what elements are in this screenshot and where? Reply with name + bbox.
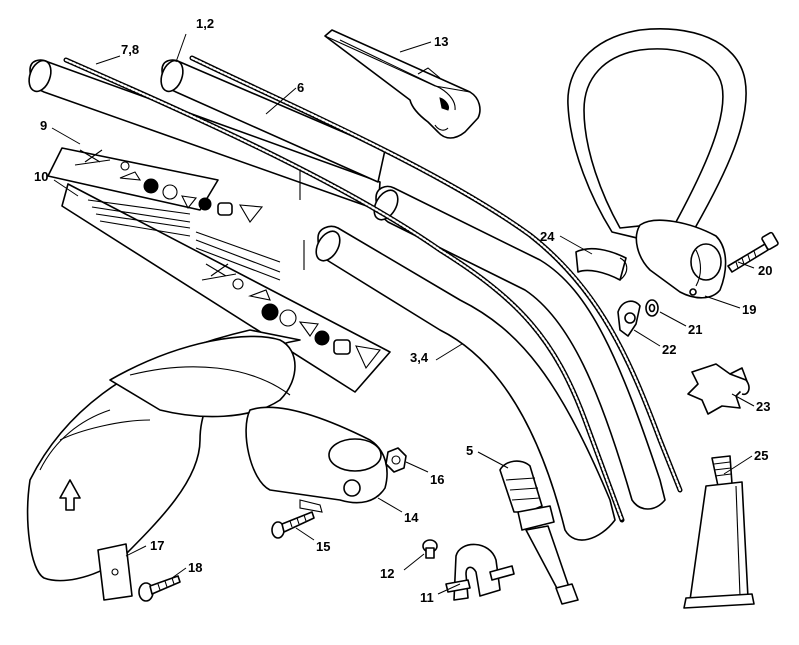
flex-shaft-7-8 [63,57,625,523]
label-9: 9 [40,118,47,133]
decal-9 [47,147,264,223]
label-5: 5 [466,443,473,458]
label-24: 24 [540,229,555,244]
label-10: 10 [34,169,48,184]
label-19: 19 [742,302,756,317]
label-1-2: 1,2 [196,16,214,31]
deflector-guard-14 [26,329,388,582]
clamp-11 [445,543,515,601]
label-21: 21 [688,322,702,337]
screw-12 [422,539,438,559]
leader-lines [51,33,755,595]
screw-18 [138,575,181,602]
star-knob-23 [687,363,750,415]
wing-nut-22 [617,300,641,337]
label-14: 14 [404,510,419,525]
drive-coupling-5 [499,460,579,605]
label-20: 20 [758,263,772,278]
spacer-sleeve [575,247,628,281]
flex-shaft-1-2 [189,55,683,493]
label-3-4: 3,4 [410,350,429,365]
drive-tube-bent [299,170,666,541]
label-11: 11 [420,590,434,605]
label-13: 13 [434,34,448,49]
screw-15 [271,511,315,539]
washer-21 [645,299,659,317]
part-number-labels: 1,2 7,8 6 13 9 10 24 20 19 21 22 3,4 23 … [34,16,772,605]
nut-16 [385,447,407,473]
label-7-8: 7,8 [121,42,139,57]
label-16: 16 [430,472,444,487]
label-17: 17 [150,538,164,553]
label-18: 18 [188,560,202,575]
hose-sleeve [324,29,481,139]
label-22: 22 [662,342,676,357]
decal-10 [61,183,391,393]
label-25: 25 [754,448,768,463]
plate-17 [97,543,133,601]
label-6: 6 [297,80,304,95]
loop-handle [567,28,747,299]
grease-tube-25 [683,455,755,609]
screw-20 [727,231,779,273]
label-15: 15 [316,539,330,554]
label-23: 23 [756,399,770,414]
label-12: 12 [380,566,394,581]
